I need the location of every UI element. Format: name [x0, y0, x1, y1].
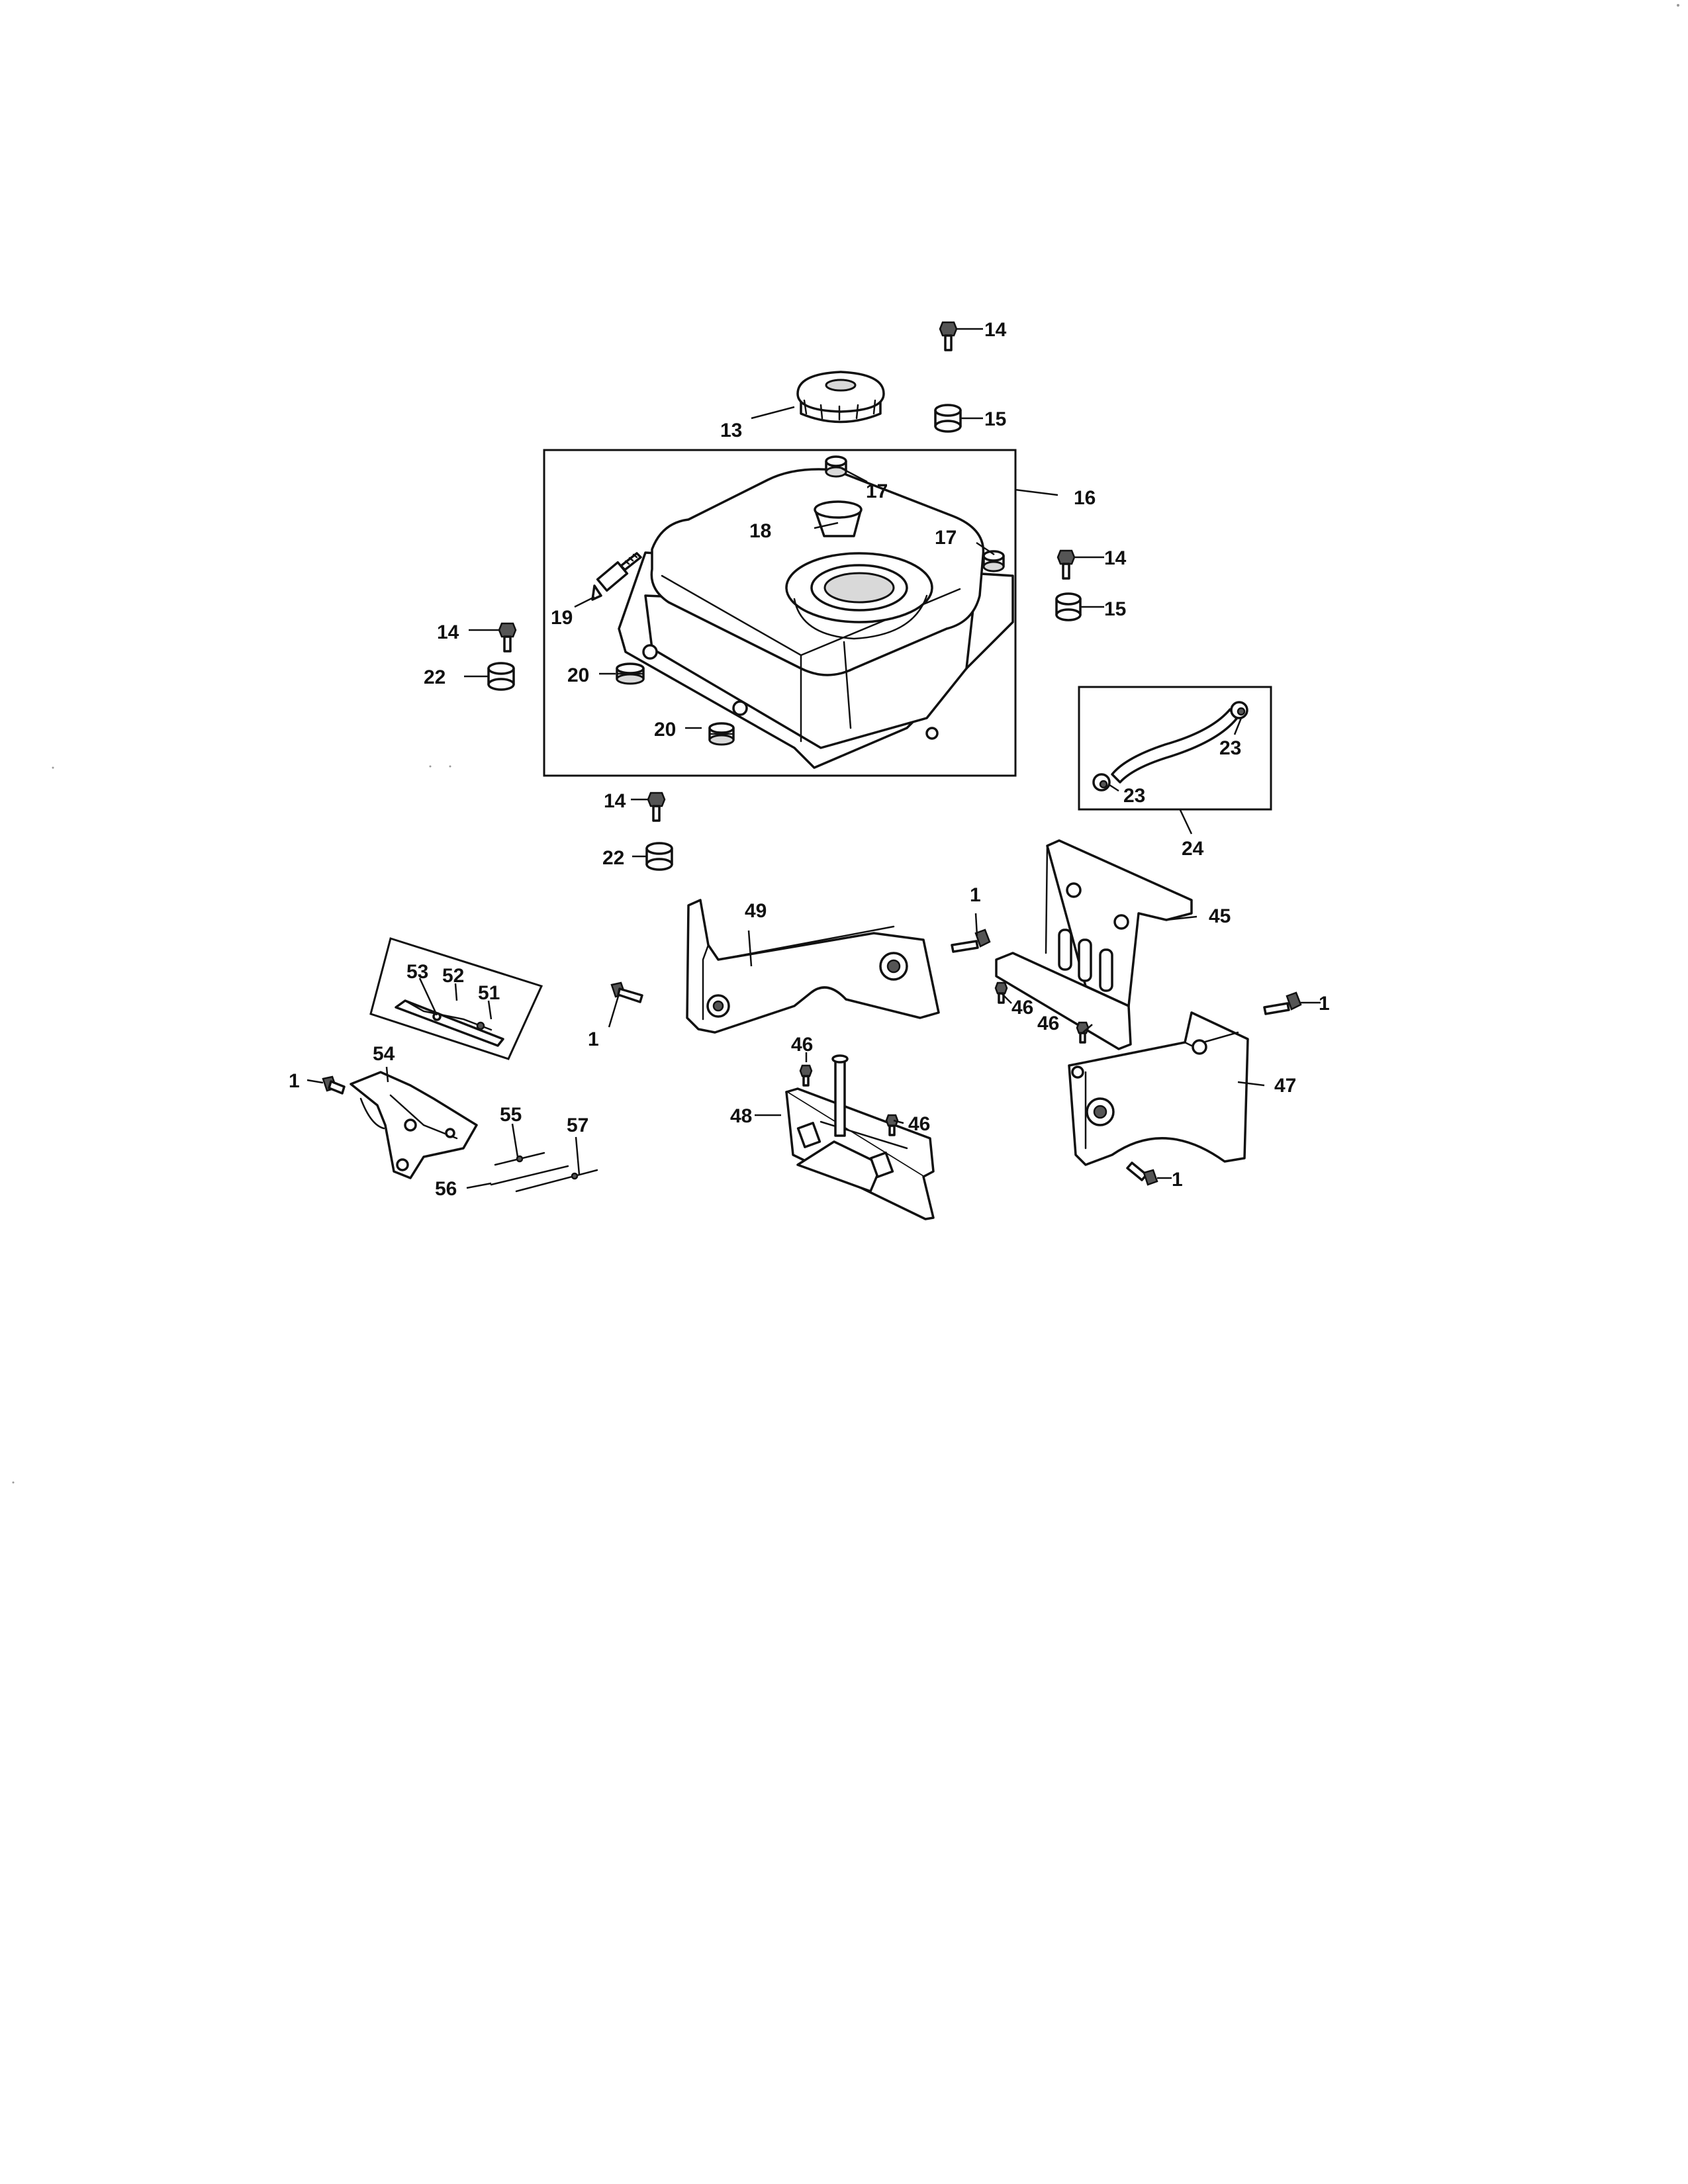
bolt-46-right[interactable]	[1076, 1021, 1090, 1044]
callout-1-right: 1	[1319, 993, 1330, 1015]
bracket-48[interactable]	[785, 1054, 935, 1220]
fuel-strainer[interactable]	[814, 500, 863, 537]
callout-14-left: 14	[437, 621, 459, 643]
callout-47: 47	[1274, 1075, 1296, 1097]
choke-rod[interactable]	[395, 999, 504, 1047]
callout-45: 45	[1209, 905, 1231, 927]
callout-15-right: 15	[1104, 598, 1126, 620]
callout-55: 55	[500, 1104, 522, 1126]
bolt-46-lower-left[interactable]	[799, 1064, 813, 1087]
callout-52: 52	[442, 965, 464, 987]
choke-bracket[interactable]	[350, 1071, 478, 1179]
callout-53: 53	[406, 961, 428, 983]
bolt-1-right[interactable]	[1263, 991, 1302, 1015]
callout-16: 16	[1074, 487, 1096, 509]
callout-46-right: 46	[1037, 1013, 1059, 1034]
bolt-46-lower-right[interactable]	[885, 1114, 899, 1136]
grommet-17-top[interactable]	[825, 455, 847, 478]
spacer-15-right[interactable]	[1055, 592, 1082, 621]
bolt-14-left[interactable]	[498, 622, 517, 653]
callouts: 14 15 13 17 16 18 17 14 15 19 14 22 20 2…	[289, 319, 1330, 1200]
callout-23-lower: 23	[1123, 785, 1145, 807]
bracket-45[interactable]	[995, 839, 1193, 1050]
fuel-tank[interactable]	[618, 468, 1014, 769]
callout-48: 48	[730, 1105, 752, 1127]
tank-bracket-49[interactable]	[686, 899, 940, 1034]
callout-46-lower-right: 46	[908, 1113, 930, 1135]
spacer-22-bottom[interactable]	[645, 842, 673, 871]
scan-specks	[12, 4, 1679, 1484]
grommet-20-upper[interactable]	[616, 662, 645, 685]
callout-20-lower: 20	[654, 719, 676, 741]
callout-22-left: 22	[424, 666, 445, 688]
bolt-1-bottom[interactable]	[1126, 1161, 1158, 1186]
leader-lines	[306, 328, 1321, 1189]
hose-clamp-upper[interactable]	[1230, 701, 1248, 719]
rod-55-56[interactable]	[490, 1152, 569, 1186]
callout-18: 18	[749, 520, 771, 542]
hose-clamp-lower[interactable]	[1092, 773, 1111, 792]
bolt-14-top[interactable]	[939, 321, 958, 351]
bolt-14-right[interactable]	[1056, 549, 1076, 580]
callout-1-left: 1	[289, 1070, 300, 1092]
callout-54: 54	[373, 1043, 395, 1065]
spacer-22-left[interactable]	[487, 662, 515, 691]
bolt-1-left[interactable]	[322, 1075, 346, 1095]
callout-17-top: 17	[866, 480, 888, 502]
bolt-14-bottom[interactable]	[647, 792, 666, 822]
fuel-valve[interactable]	[591, 552, 642, 601]
bracket-47[interactable]	[1068, 1011, 1249, 1166]
grommet-20-lower[interactable]	[708, 722, 735, 746]
callout-20-upper: 20	[567, 664, 589, 686]
bolt-1-left-mid[interactable]	[610, 981, 643, 1003]
callout-1-upper-mid: 1	[970, 884, 981, 906]
rod-57[interactable]	[515, 1169, 598, 1193]
callout-1-bottom: 1	[1172, 1169, 1183, 1191]
callout-46-mid: 46	[1011, 997, 1033, 1019]
callout-14-top: 14	[984, 319, 1007, 341]
callout-19: 19	[551, 607, 573, 629]
callout-57: 57	[567, 1115, 588, 1136]
fuel-line-hose[interactable]	[1111, 708, 1238, 784]
callout-56: 56	[435, 1178, 457, 1200]
tank-assembly-box	[543, 449, 1017, 777]
callout-13: 13	[720, 420, 742, 441]
callout-46-lower-left: 46	[791, 1034, 813, 1056]
callout-24: 24	[1182, 838, 1204, 860]
callout-17-right: 17	[935, 527, 957, 549]
bolt-1-upper-mid[interactable]	[951, 929, 991, 953]
callout-1-left-mid: 1	[588, 1028, 599, 1050]
callout-15-top: 15	[984, 408, 1006, 430]
callout-23-upper: 23	[1219, 737, 1241, 759]
grommet-17-right[interactable]	[982, 550, 1005, 572]
callout-14-right: 14	[1104, 547, 1127, 569]
callout-49: 49	[745, 900, 767, 922]
callout-22-bottom: 22	[602, 847, 624, 869]
fuel-cap[interactable]	[796, 371, 885, 424]
spacer-15-top[interactable]	[934, 404, 962, 433]
callout-14-bottom: 14	[604, 790, 626, 812]
choke-link-box	[369, 937, 543, 1060]
fuel-line-box	[1078, 686, 1272, 811]
callout-51: 51	[478, 982, 500, 1004]
